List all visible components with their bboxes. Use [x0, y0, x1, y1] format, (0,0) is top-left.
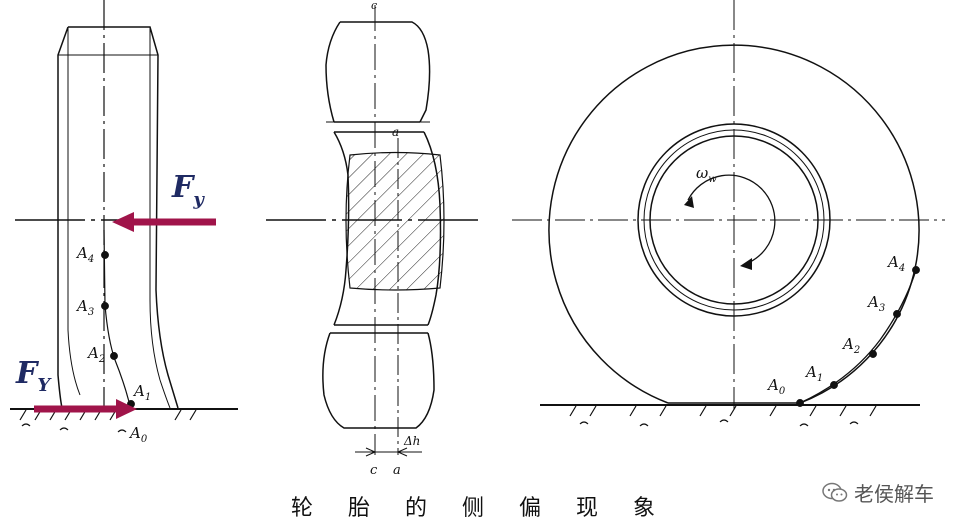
- middle-labels: c a c a Δh: [370, 0, 420, 478]
- right-point-a1: [830, 381, 838, 389]
- middle-center-a: a: [392, 125, 399, 139]
- svg-text:A3: A3: [75, 297, 94, 318]
- right-point-a3: [893, 310, 901, 318]
- svg-text:A3: A3: [866, 293, 885, 314]
- caption: 轮 胎 的 侧 偏 现 象: [291, 496, 669, 521]
- left-point-labels: A4 A3 A2 A1 A0: [75, 244, 151, 445]
- left-point-a3: [101, 302, 109, 310]
- svg-text:A1: A1: [804, 363, 823, 384]
- left-view: [10, 0, 238, 433]
- watermark-text: 老侯解车: [854, 482, 934, 506]
- force-arrow-top: [112, 212, 216, 232]
- watermark: 老侯解车: [822, 478, 934, 507]
- left-point-a4: [101, 251, 109, 259]
- force-bottom-label: FY: [15, 356, 52, 396]
- svg-text:A2: A2: [841, 335, 860, 356]
- svg-text:A0: A0: [766, 376, 786, 397]
- svg-text:A2: A2: [86, 344, 105, 365]
- rotation-arrow: [687, 174, 776, 263]
- force-top-label: Fy: [171, 170, 205, 210]
- svg-text:A0: A0: [128, 424, 148, 445]
- contact-patch-outline: [345, 151, 445, 291]
- right-labels: ωw A4 A3 A2 A1 A0: [696, 164, 905, 397]
- middle-top-c: c: [371, 0, 377, 12]
- svg-text:A4: A4: [886, 253, 905, 274]
- right-point-a4: [912, 266, 920, 274]
- left-tire-outline: [68, 26, 179, 409]
- left-point-a2: [110, 352, 118, 360]
- middle-view: [266, 5, 478, 457]
- middle-bottom-a: a: [393, 463, 401, 478]
- omega-label: ωw: [696, 164, 717, 185]
- force-arrow-bottom: [34, 399, 137, 419]
- right-view: [512, 0, 945, 427]
- right-point-a0: [796, 399, 804, 407]
- middle-delta-h: Δh: [403, 434, 420, 448]
- right-point-a2: [869, 350, 877, 358]
- svg-text:A4: A4: [75, 244, 94, 265]
- middle-bottom-c: c: [370, 463, 378, 478]
- wechat-icon: [822, 482, 848, 502]
- svg-text:A1: A1: [132, 382, 151, 403]
